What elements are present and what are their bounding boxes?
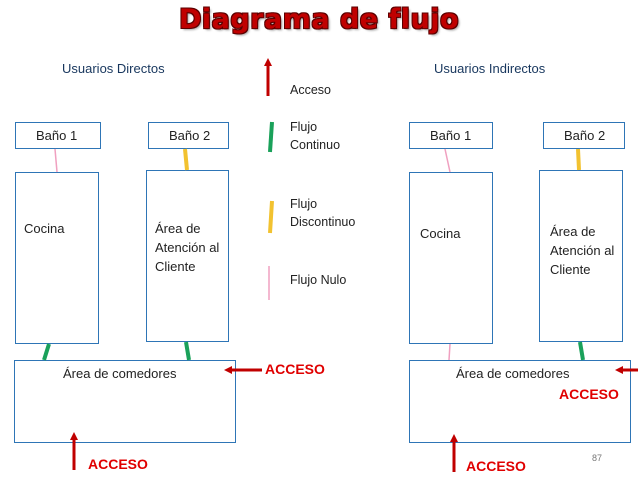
right-cocina-comedores-connector — [448, 343, 451, 361]
left-acceso-bottom-label: ACCESO — [88, 456, 148, 472]
heading-usuarios-directos: Usuarios Directos — [62, 61, 165, 76]
right-acceso-bottom-label: ACCESO — [466, 458, 526, 474]
left-atencion-line1: Área de — [155, 221, 201, 236]
right-bano2-box: Baño 2 — [543, 122, 625, 149]
left-bano1-label: Baño 1 — [36, 128, 78, 143]
left-bano1-box: Baño 1 — [15, 122, 101, 149]
page-number: 87 — [592, 453, 603, 463]
legend-discontinuo-icon — [268, 200, 274, 234]
right-atencion-line2: Atención al — [550, 243, 615, 258]
left-cocina-label: Cocina — [24, 221, 65, 236]
left-bano1-cocina-connector — [54, 148, 58, 173]
right-atencion-box: Área de Atención al Cliente — [539, 170, 623, 342]
left-atencion-box: Área de Atención al Cliente — [146, 170, 229, 342]
right-atencion-line3: Cliente — [550, 262, 591, 277]
left-comedores-box: Área de comedores — [14, 360, 236, 443]
right-cocina-label: Cocina — [420, 226, 461, 241]
legend-continuo-line1: Flujo — [290, 120, 318, 134]
right-comedores-box: Área de comedores — [409, 360, 631, 443]
right-acceso-right-label: ACCESO — [559, 386, 619, 402]
legend-acceso-label: Acceso — [290, 83, 331, 97]
right-cocina-box: Cocina — [409, 172, 493, 344]
left-acceso-right-label: ACCESO — [265, 361, 325, 377]
legend-nulo-label: Flujo Nulo — [290, 273, 347, 287]
right-atencion-line1: Área de — [550, 224, 596, 239]
right-comedores-label: Área de comedores — [456, 366, 570, 381]
left-bano2-label: Baño 2 — [169, 128, 211, 143]
legend-continuo-line2: Continuo — [290, 138, 341, 152]
right-bano2-atencion-connector — [576, 148, 581, 171]
left-comedores-label: Área de comedores — [63, 366, 177, 381]
right-bano1-cocina-connector — [444, 148, 451, 173]
left-cocina-comedores-connector — [42, 343, 51, 361]
left-atencion-line2: Atención al — [155, 240, 220, 255]
left-cocina-box: Cocina — [15, 172, 99, 344]
right-bano1-label: Baño 1 — [430, 128, 472, 143]
legend-discontinuo-line1: Flujo — [290, 197, 318, 211]
right-bano1-box: Baño 1 — [409, 122, 493, 149]
left-atencion-comedores-connector — [184, 341, 191, 361]
legend-continuo-icon — [268, 121, 274, 153]
left-bano2-atencion-connector — [183, 148, 189, 171]
left-atencion-line3: Cliente — [155, 259, 196, 274]
legend-discontinuo-line2: Discontinuo — [290, 215, 356, 229]
right-bano2-label: Baño 2 — [564, 128, 606, 143]
heading-usuarios-indirectos: Usuarios Indirectos — [434, 61, 546, 76]
left-bano2-box: Baño 2 — [148, 122, 229, 149]
page-title: Diagrama de flujo — [178, 4, 460, 35]
right-atencion-comedores-connector — [578, 341, 585, 361]
